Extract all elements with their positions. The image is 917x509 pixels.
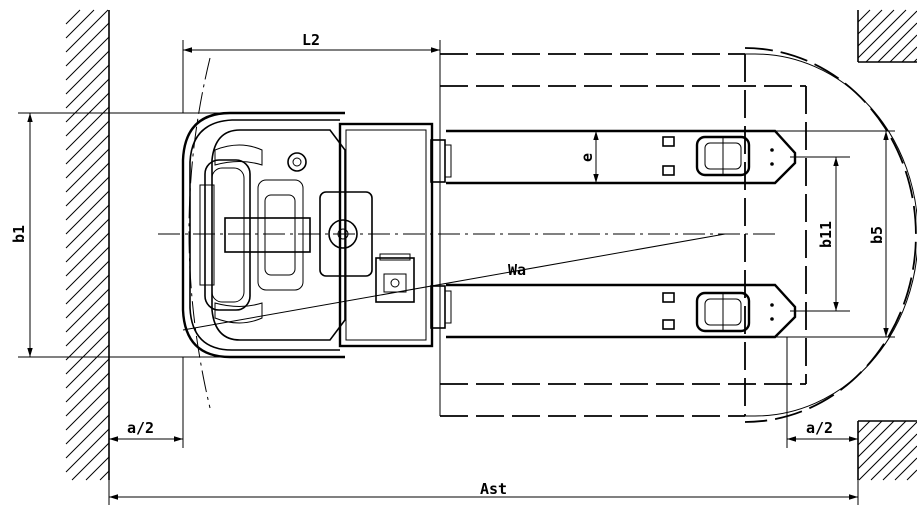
wall-top-right: [857, 9, 917, 63]
fork-lower: [446, 283, 797, 339]
dimension-L2: L2: [182, 31, 441, 113]
dim-label-b1: b1: [10, 225, 28, 243]
dimension-b5: b5: [775, 130, 895, 338]
dimension-b11: b11: [790, 156, 850, 312]
turning-radius-arc: [188, 47, 917, 423]
dimension-Ast: Ast: [108, 480, 859, 505]
dimension-Wa: Wa: [182, 233, 726, 331]
dim-label-L2: L2: [302, 31, 320, 49]
dimension-b1: b1: [10, 112, 230, 358]
wall-left: [65, 9, 110, 481]
truck-body: [181, 111, 452, 359]
wall-bottom-right: [857, 420, 917, 481]
dim-label-b11: b11: [817, 221, 835, 248]
dim-label-Wa: Wa: [508, 261, 526, 279]
dimension-e: e: [578, 131, 599, 183]
dimension-a2-right: a/2: [786, 337, 858, 448]
dim-label-b5: b5: [868, 226, 886, 244]
fork-upper: [446, 129, 797, 185]
pallet-load-outline: [439, 53, 807, 417]
dim-label-Ast: Ast: [480, 480, 507, 498]
dim-label-e: e: [578, 153, 596, 162]
dim-label-a2-left: a/2: [127, 419, 154, 437]
dim-label-a2-right: a/2: [806, 419, 833, 437]
dimension-a2-left: a/2: [109, 357, 184, 448]
